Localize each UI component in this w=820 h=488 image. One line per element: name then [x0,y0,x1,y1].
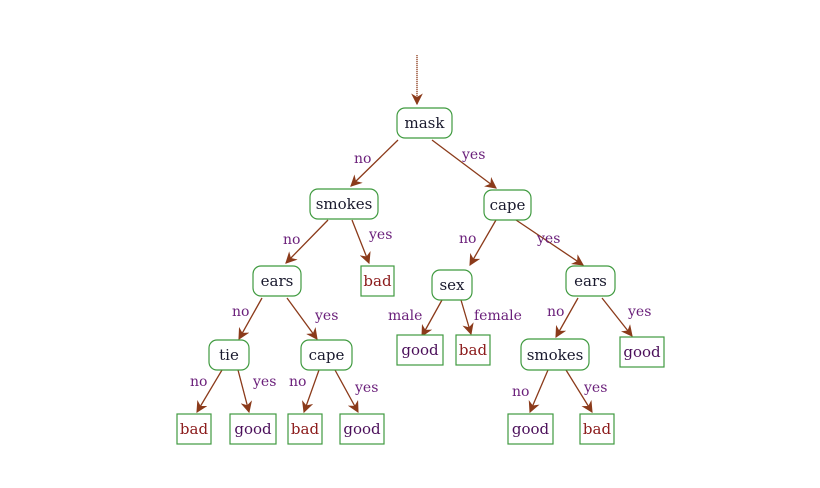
tree-node-smokes: smokes [520,338,590,371]
edge-tie-good [237,369,252,414]
node-label: cape [309,346,345,364]
edge-label: yes [314,308,338,324]
leaf-box [176,413,212,445]
tree-leaf-bad: bad [176,413,212,445]
edge-mask-smokes [350,139,399,187]
tree-leaf-good: good [396,334,444,366]
edge-cape-bad [302,369,320,414]
edge-label: yes [354,380,378,396]
node-box [483,189,532,221]
edge-label: yes [252,374,276,390]
leaf-box [287,413,323,445]
leaf-box [360,265,395,297]
edge-label: yes [536,231,560,247]
node-box [300,339,353,371]
edge-mask-cape [431,139,497,189]
edge-ears-good [601,297,633,337]
node-label: ears [574,272,607,290]
tree-node-tie: tie [208,339,250,371]
leaf-label: good [512,420,550,438]
node-box [252,265,302,297]
tree-leaf-bad: bad [287,413,323,445]
leaf-label: good [623,343,661,361]
edge-label: no [289,374,306,390]
tree-node-smokes: smokes [309,188,379,220]
tree-leaf-bad: bad [360,265,395,297]
edge-label: no [354,151,371,167]
node-label: smokes [527,346,584,364]
tree-leaf-good: good [507,413,554,445]
node-label: sex [439,276,465,294]
edge-label: no [547,304,564,320]
edge-cape-sex [469,219,497,267]
leaf-box [619,336,665,368]
node-label: smokes [316,195,373,213]
edge-label: male [388,308,422,324]
edge-label: no [232,304,249,320]
tree-leaf-bad: bad [579,413,615,445]
edge-label: yes [368,227,392,243]
edge-sex-bad [460,299,474,336]
leaf-box [507,413,554,445]
node-box [208,339,250,371]
tree-leaf-bad: bad [455,334,491,366]
tree-leaf-good: good [339,413,385,445]
tree-leaf-good: good [229,413,277,445]
edge-label: no [459,231,476,247]
edge-sex-good [421,299,443,338]
tree-node-mask: mask [396,107,453,139]
node-box [396,107,453,139]
tree-leaf-good: good [619,336,665,368]
edge-ears-tie [238,297,263,341]
node-box [520,338,590,371]
leaf-label: bad [459,341,488,359]
leaf-label: bad [291,420,320,438]
leaf-label: good [401,341,439,359]
node-label: ears [261,272,294,290]
leaf-label: bad [583,420,612,438]
node-label: cape [490,196,526,214]
edge-label: no [283,232,300,248]
edge-ears-smokes [555,297,579,339]
tree-node-sex: sex [431,269,473,301]
edge-cape-ears [515,219,584,266]
edge-labels: no yes no yes no yes no yes male female … [190,147,651,400]
edge-ears-cape [286,297,318,340]
edge-smokes-good [528,369,549,414]
leaf-label: good [343,420,381,438]
leaf-box [339,413,385,445]
node-box [431,269,473,301]
edge-smokes-ears [285,219,329,264]
tree-node-cape: cape [300,339,353,371]
edge-smokes-bad [565,369,593,413]
edges [196,139,633,414]
tree-node-ears: ears [565,265,616,297]
edge-smokes-bad [351,219,371,265]
leaf-box [455,334,491,366]
edge-label: yes [461,147,485,163]
leaf-box [229,413,277,445]
node-box [565,265,616,297]
leaf-label: bad [363,272,392,290]
edge-label: no [190,374,207,390]
node-label: tie [219,346,239,364]
edge-label: yes [627,304,651,320]
edge-label: no [512,384,529,400]
edge-tie-bad [196,369,223,414]
tree-node-ears: ears [252,265,302,297]
edge-label: yes [583,380,607,396]
leaf-box [396,334,444,366]
edge-cape-good [334,369,359,414]
tree-node-cape: cape [483,189,532,221]
node-label: mask [405,114,446,132]
node-box [309,188,379,220]
leaf-label: bad [180,420,209,438]
leaf-box [579,413,615,445]
leaf-label: good [234,420,272,438]
edge-label: female [474,308,522,324]
